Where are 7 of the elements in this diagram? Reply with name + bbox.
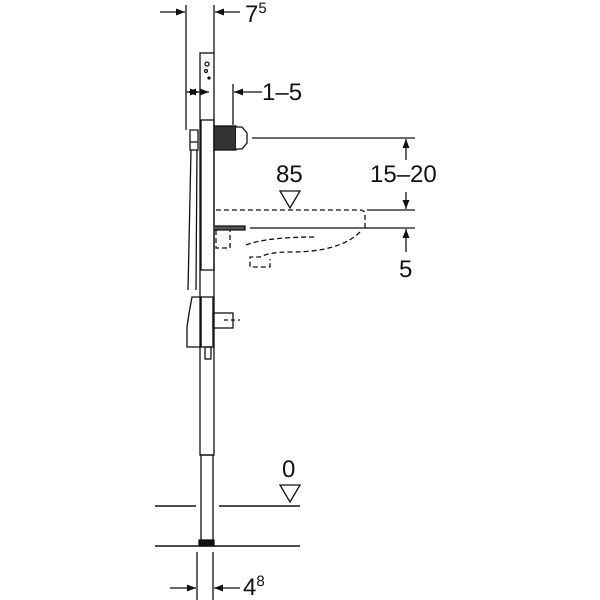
dimension-value: 15–20 <box>370 163 437 187</box>
dimension-value: 4$^{8}$ <box>243 576 265 600</box>
dimension-value: 85 <box>276 163 303 187</box>
dimension-value: 7$^{5}$ <box>245 3 267 27</box>
dimension-value: 5 <box>399 258 412 282</box>
dimension-value: 0 <box>282 458 296 482</box>
dimension-value: 1–5 <box>262 81 302 105</box>
